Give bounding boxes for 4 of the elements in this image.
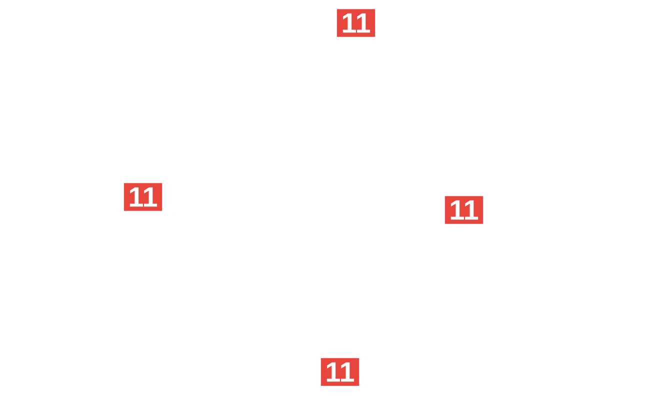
callout-number: 11	[320, 358, 360, 386]
callout-number: 11	[444, 196, 484, 224]
callout-number: 11	[124, 183, 162, 211]
callout-number: 11	[336, 9, 376, 37]
